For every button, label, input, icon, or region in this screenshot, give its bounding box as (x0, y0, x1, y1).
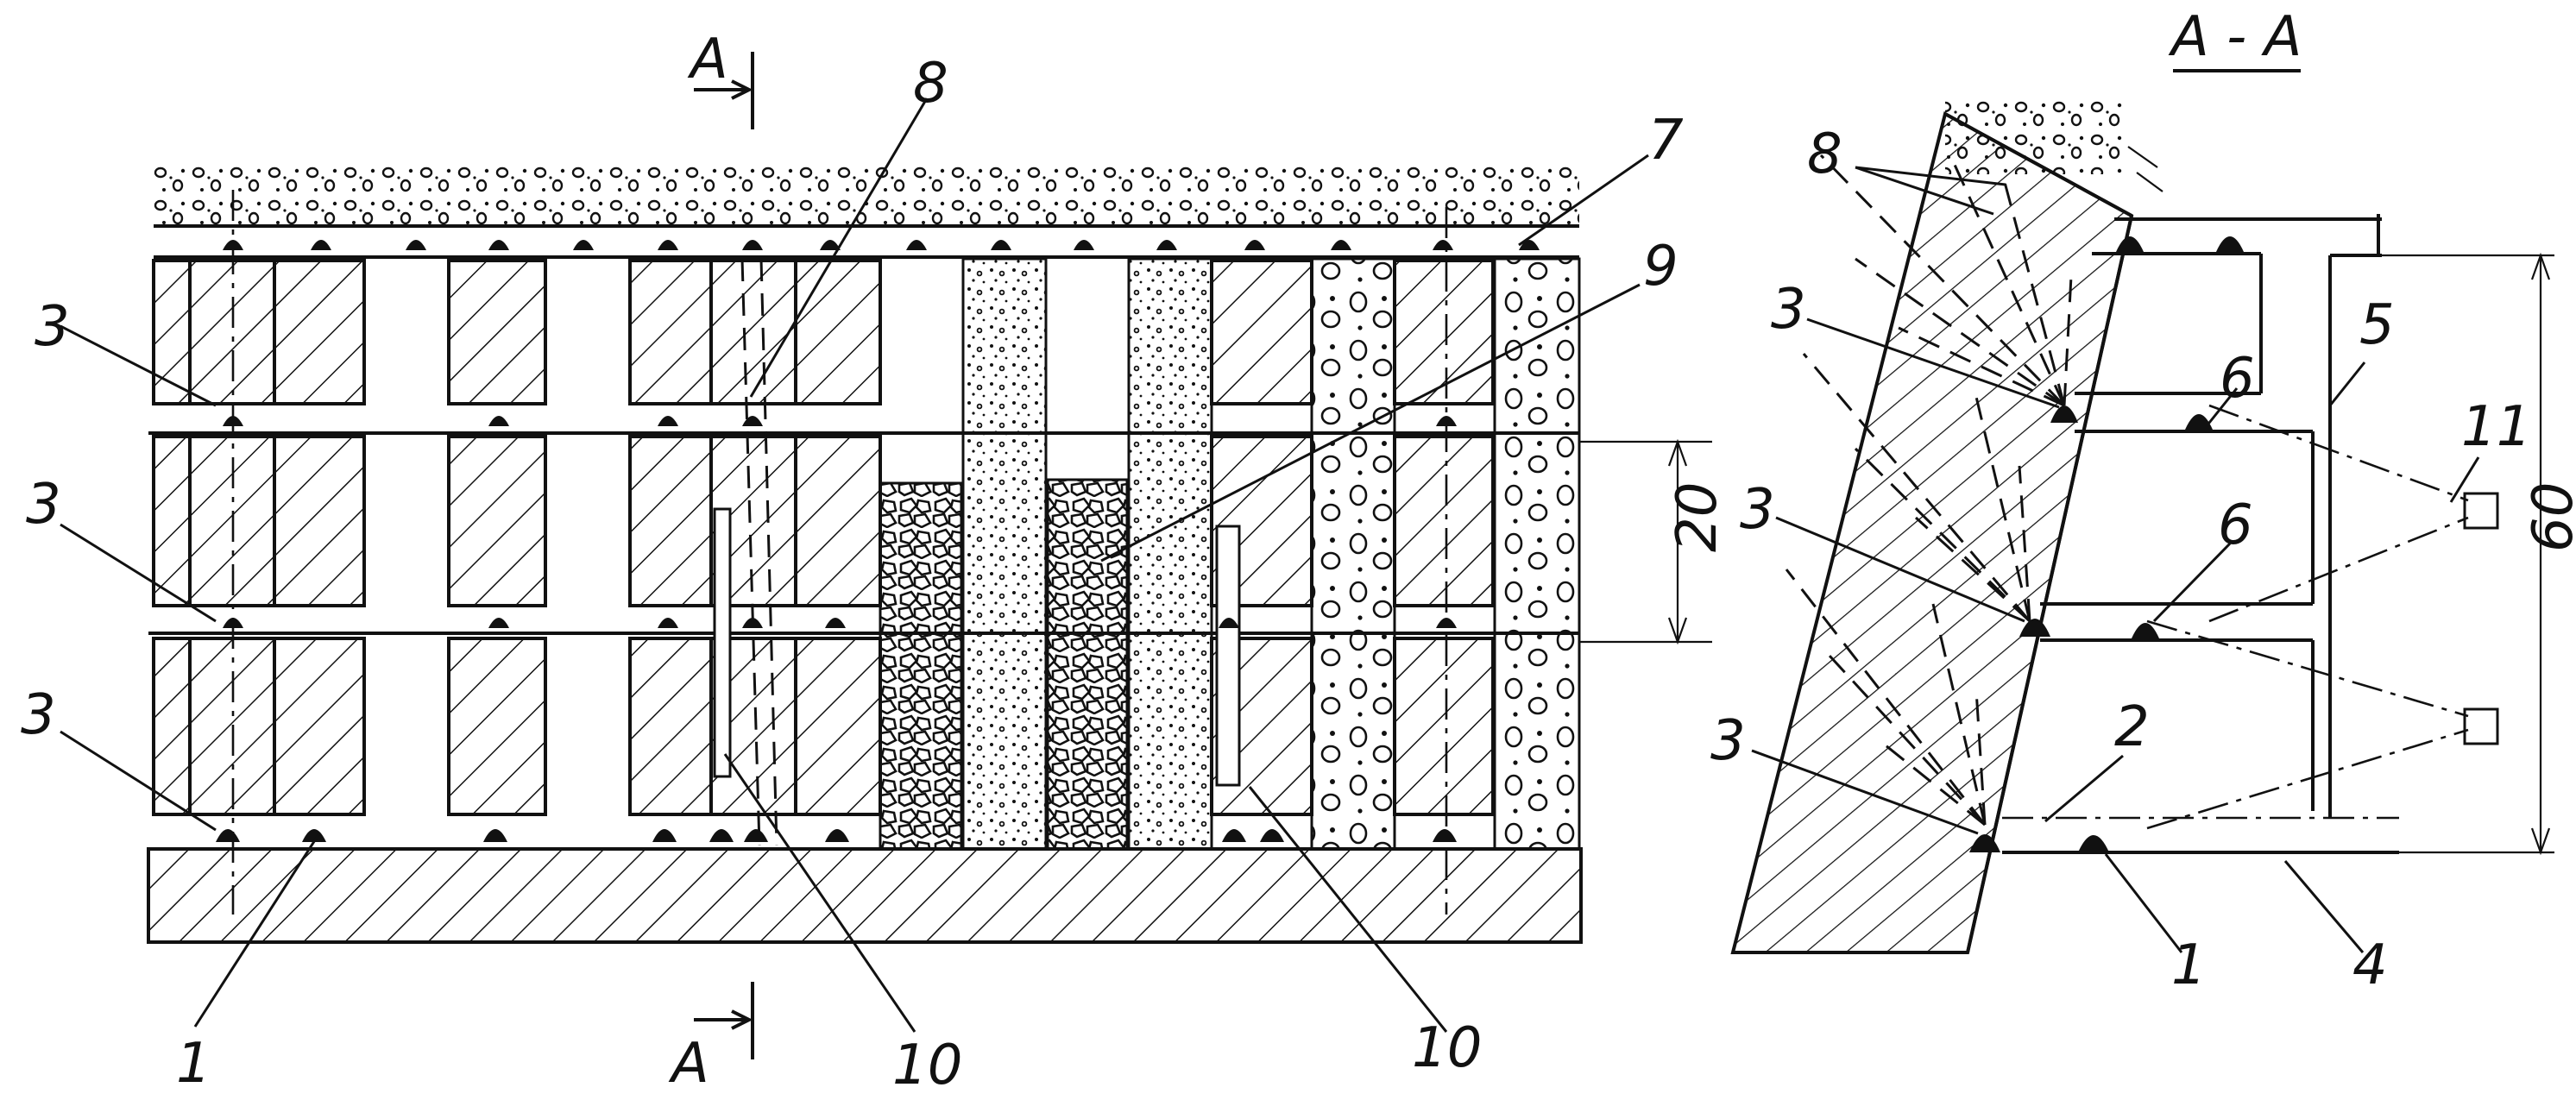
section-title: А - А (2168, 5, 2302, 69)
section-letter-bottom: A (668, 1032, 709, 1096)
leaders-section (1751, 166, 2480, 953)
vent-lines (2146, 404, 2499, 830)
label-8-section: 8 (1807, 123, 1842, 186)
label-6-lower: 6 (2218, 493, 2253, 557)
label-10-right: 10 (1412, 1016, 1482, 1080)
label-4: 4 (2352, 933, 2388, 997)
dimension-label-20: 20 (1666, 482, 1729, 552)
label-3-section-upper: 3 (1771, 278, 1806, 342)
section-marker-bottom: A (668, 982, 754, 1096)
label-3-section-middle: 3 (1740, 478, 1775, 542)
base-layer (147, 847, 1583, 944)
section-letter-top: A (687, 28, 728, 91)
dimension-level-height: 20 (1579, 438, 1729, 645)
label-6-upper: 6 (2220, 347, 2255, 411)
front-view: A A 20 (21, 28, 1729, 1097)
fines-fill-1 (961, 257, 1048, 851)
pillar-column-3 (628, 258, 882, 846)
label-9: 9 (1643, 235, 1678, 299)
rubble-fill-2 (1046, 478, 1129, 851)
pillar-column-5 (1393, 207, 1495, 915)
label-5: 5 (2359, 293, 2395, 357)
label-3-middle: 3 (26, 473, 61, 537)
label-2: 2 (2114, 695, 2150, 759)
section-view: А - А (1710, 5, 2576, 997)
label-3-section-lower: 3 (1710, 709, 1746, 773)
pillar-column-1 (152, 190, 366, 915)
drill-fans (1785, 154, 2073, 827)
pillar-column-4 (1210, 259, 1313, 816)
label-3-lower: 3 (21, 683, 56, 747)
rubble-fill-1 (879, 481, 963, 851)
dimension-label-60: 60 (2522, 482, 2576, 552)
label-10-left: 10 (892, 1034, 962, 1097)
section-marker-top: A (687, 28, 754, 129)
rock-mass-inclined (1730, 111, 2134, 954)
label-1-front: 1 (176, 1032, 211, 1096)
top-soil-layer (154, 166, 1579, 226)
pillar-column-2 (447, 259, 547, 816)
label-8-front: 8 (913, 52, 948, 116)
coarse-fill-1 (1310, 257, 1396, 851)
label-3-upper: 3 (35, 295, 70, 359)
dimension-total-height: 60 (2365, 252, 2576, 856)
label-1-section: 1 (2171, 933, 2207, 997)
coarse-fill-2 (1493, 257, 1581, 851)
label-11: 11 (2461, 395, 2531, 459)
drift-levels (2002, 214, 2399, 854)
fines-fill-2 (1127, 257, 1213, 851)
charge-holes-front (216, 240, 1540, 842)
leaders-front (60, 97, 1649, 1033)
label-7: 7 (1648, 109, 1684, 173)
rock-overburden (1945, 97, 2126, 174)
charge-clusters (1969, 236, 2244, 852)
